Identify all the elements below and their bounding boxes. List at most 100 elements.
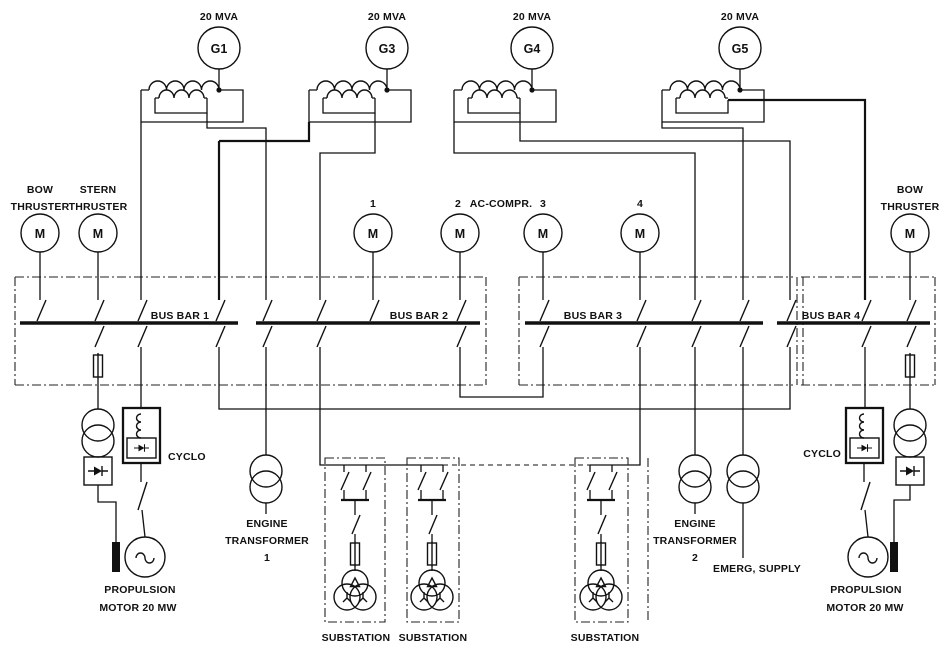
substation-2-box <box>406 457 460 623</box>
generator-g3: 20 MVA G3 <box>308 11 412 123</box>
g3-feeder-busbar2 <box>319 113 376 300</box>
cyclo-diode-icon <box>856 443 873 453</box>
generator-g4: 20 MVA G4 <box>453 11 557 123</box>
cyclo-label-port: CYCLO <box>168 451 206 463</box>
emergency-transformer-icon <box>726 454 760 504</box>
fuse <box>595 540 607 568</box>
motor-brush <box>112 542 120 572</box>
substation-1: SUBSTATION <box>322 457 391 644</box>
propulsion-motor-starboard <box>847 536 889 578</box>
bus2-bus3-tie <box>459 347 544 398</box>
busbar-4-label: BUS BAR 4 <box>802 310 860 322</box>
generator-g3-name: G3 <box>379 42 396 56</box>
substation-3: SUBSTATION <box>571 457 639 644</box>
motor-letter: M <box>368 227 378 241</box>
compressor-motor-4: 4 M <box>620 198 660 300</box>
bow-thruster-starboard: BOW THRUSTER M <box>881 184 940 300</box>
et2-label2: TRANSFORMER <box>653 535 737 547</box>
engine-transformer-2: ENGINE TRANSFORMER 2 <box>653 347 737 564</box>
et2-label3: 2 <box>692 552 698 564</box>
busbar-2-label: BUS BAR 2 <box>390 310 448 322</box>
cyclo-label-starboard: CYCLO <box>803 448 841 460</box>
bus-bars: BUS BAR 1 BUS BAR 2 BUS BAR 3 BUS BAR 4 <box>20 310 930 325</box>
sine-icon <box>135 552 155 564</box>
bow-thruster-stbd-label1: BOW <box>897 184 923 196</box>
generator-g3-rating: 20 MVA <box>368 11 407 23</box>
et1-label1: ENGINE <box>246 518 287 530</box>
cyclo-diode-box <box>126 437 157 459</box>
generator-g4-name: G4 <box>524 42 541 56</box>
substation-2-transformer <box>410 569 454 611</box>
bow-thruster-stbd-label2: THRUSTER <box>881 201 940 213</box>
propulsion-stbd-label2: MOTOR 20 MW <box>826 602 903 614</box>
bow-thruster-port: BOW THRUSTER M <box>11 184 70 300</box>
propulsion-port-label1: PROPULSION <box>104 584 175 596</box>
generator-g1-rating: 20 MVA <box>200 11 239 23</box>
compressor-motor-1: 1 M <box>353 198 393 300</box>
bus1-bus4-transfer-line <box>218 347 791 410</box>
substation-feeder-3 <box>590 347 641 466</box>
substation-feeder-1-2 <box>319 347 443 466</box>
disconnect-switch <box>428 514 438 535</box>
motor-2-number: 2 <box>455 198 461 210</box>
propulsion-motor-port <box>124 536 166 578</box>
propulsion-transformer-starboard <box>893 408 927 458</box>
propulsion-transformer-port <box>81 408 115 458</box>
motor-1-number: 1 <box>370 198 376 210</box>
cyclo-diode-icon <box>133 443 150 453</box>
substation-feeders <box>319 347 641 466</box>
motor-letter: M <box>905 227 915 241</box>
substation-3-transformer <box>579 569 623 611</box>
ac-compressor-group-label: AC-COMPR. <box>470 198 532 210</box>
generator-g1-secondary-coil <box>158 89 205 99</box>
engine-transformer-1: ENGINE TRANSFORMER 1 <box>225 347 309 564</box>
bow-thruster-port-label2: THRUSTER <box>11 201 70 213</box>
cyclo-converter-port <box>121 406 162 465</box>
stern-thruster: STERN THRUSTER M <box>69 184 127 300</box>
generator-g4-reactor-coil <box>461 80 533 91</box>
breakers-below-bus <box>94 325 917 348</box>
stern-thruster-label1: STERN <box>80 184 117 196</box>
disconnect-switch <box>597 514 607 535</box>
et1-label3: 1 <box>264 552 270 564</box>
g1-feeder-busbar2 <box>206 113 267 300</box>
et2-label1: ENGINE <box>674 518 715 530</box>
generator-g5: 20 MVA G5 <box>661 11 765 123</box>
generator-g5-secondary-coil <box>679 89 726 99</box>
propulsion-starboard: CYCLO PROPULSION MOTOR 20 MW <box>803 347 927 614</box>
cyclo-converter-starboard <box>844 406 885 465</box>
motor-4-number: 4 <box>637 198 643 210</box>
fuse <box>349 540 361 568</box>
motor-letter: M <box>635 227 645 241</box>
cyclo-diode-box <box>849 437 880 459</box>
motor-brush <box>890 542 898 572</box>
substation-2: SUBSTATION <box>399 457 467 644</box>
motor-letter: M <box>93 227 103 241</box>
switchboard-boundaries <box>14 276 936 622</box>
generator-g3-secondary-coil <box>326 89 373 99</box>
generator-g5-name: G5 <box>732 42 749 56</box>
g4-feeder-busbar4 <box>519 113 791 300</box>
generator-g4-rating: 20 MVA <box>513 11 552 23</box>
fuse <box>904 352 916 380</box>
engine-transformer-1-icon <box>249 454 283 504</box>
propulsion-stbd-label1: PROPULSION <box>830 584 901 596</box>
motor-switch <box>860 481 871 511</box>
motor-3-number: 3 <box>540 198 546 210</box>
bow-thruster-port-label1: BOW <box>27 184 53 196</box>
g5-feeder-busbar4 <box>728 98 867 300</box>
propulsion-port: CYCLO PROPULSION MOTOR 20 MW <box>81 347 206 614</box>
substation-1-label: SUBSTATION <box>322 632 391 644</box>
generator-g5-reactor-coil <box>669 80 741 91</box>
propulsion-port-label2: MOTOR 20 MW <box>99 602 176 614</box>
motor-letter: M <box>538 227 548 241</box>
busbar-3-label: BUS BAR 3 <box>564 310 622 322</box>
motor-switch <box>137 481 148 511</box>
disconnect-switch <box>351 514 361 535</box>
substation-3-box <box>574 457 629 623</box>
fuse <box>92 352 104 380</box>
cyclo-coil-icon <box>135 413 142 439</box>
compressor-motor-3: 3 M <box>523 198 563 300</box>
